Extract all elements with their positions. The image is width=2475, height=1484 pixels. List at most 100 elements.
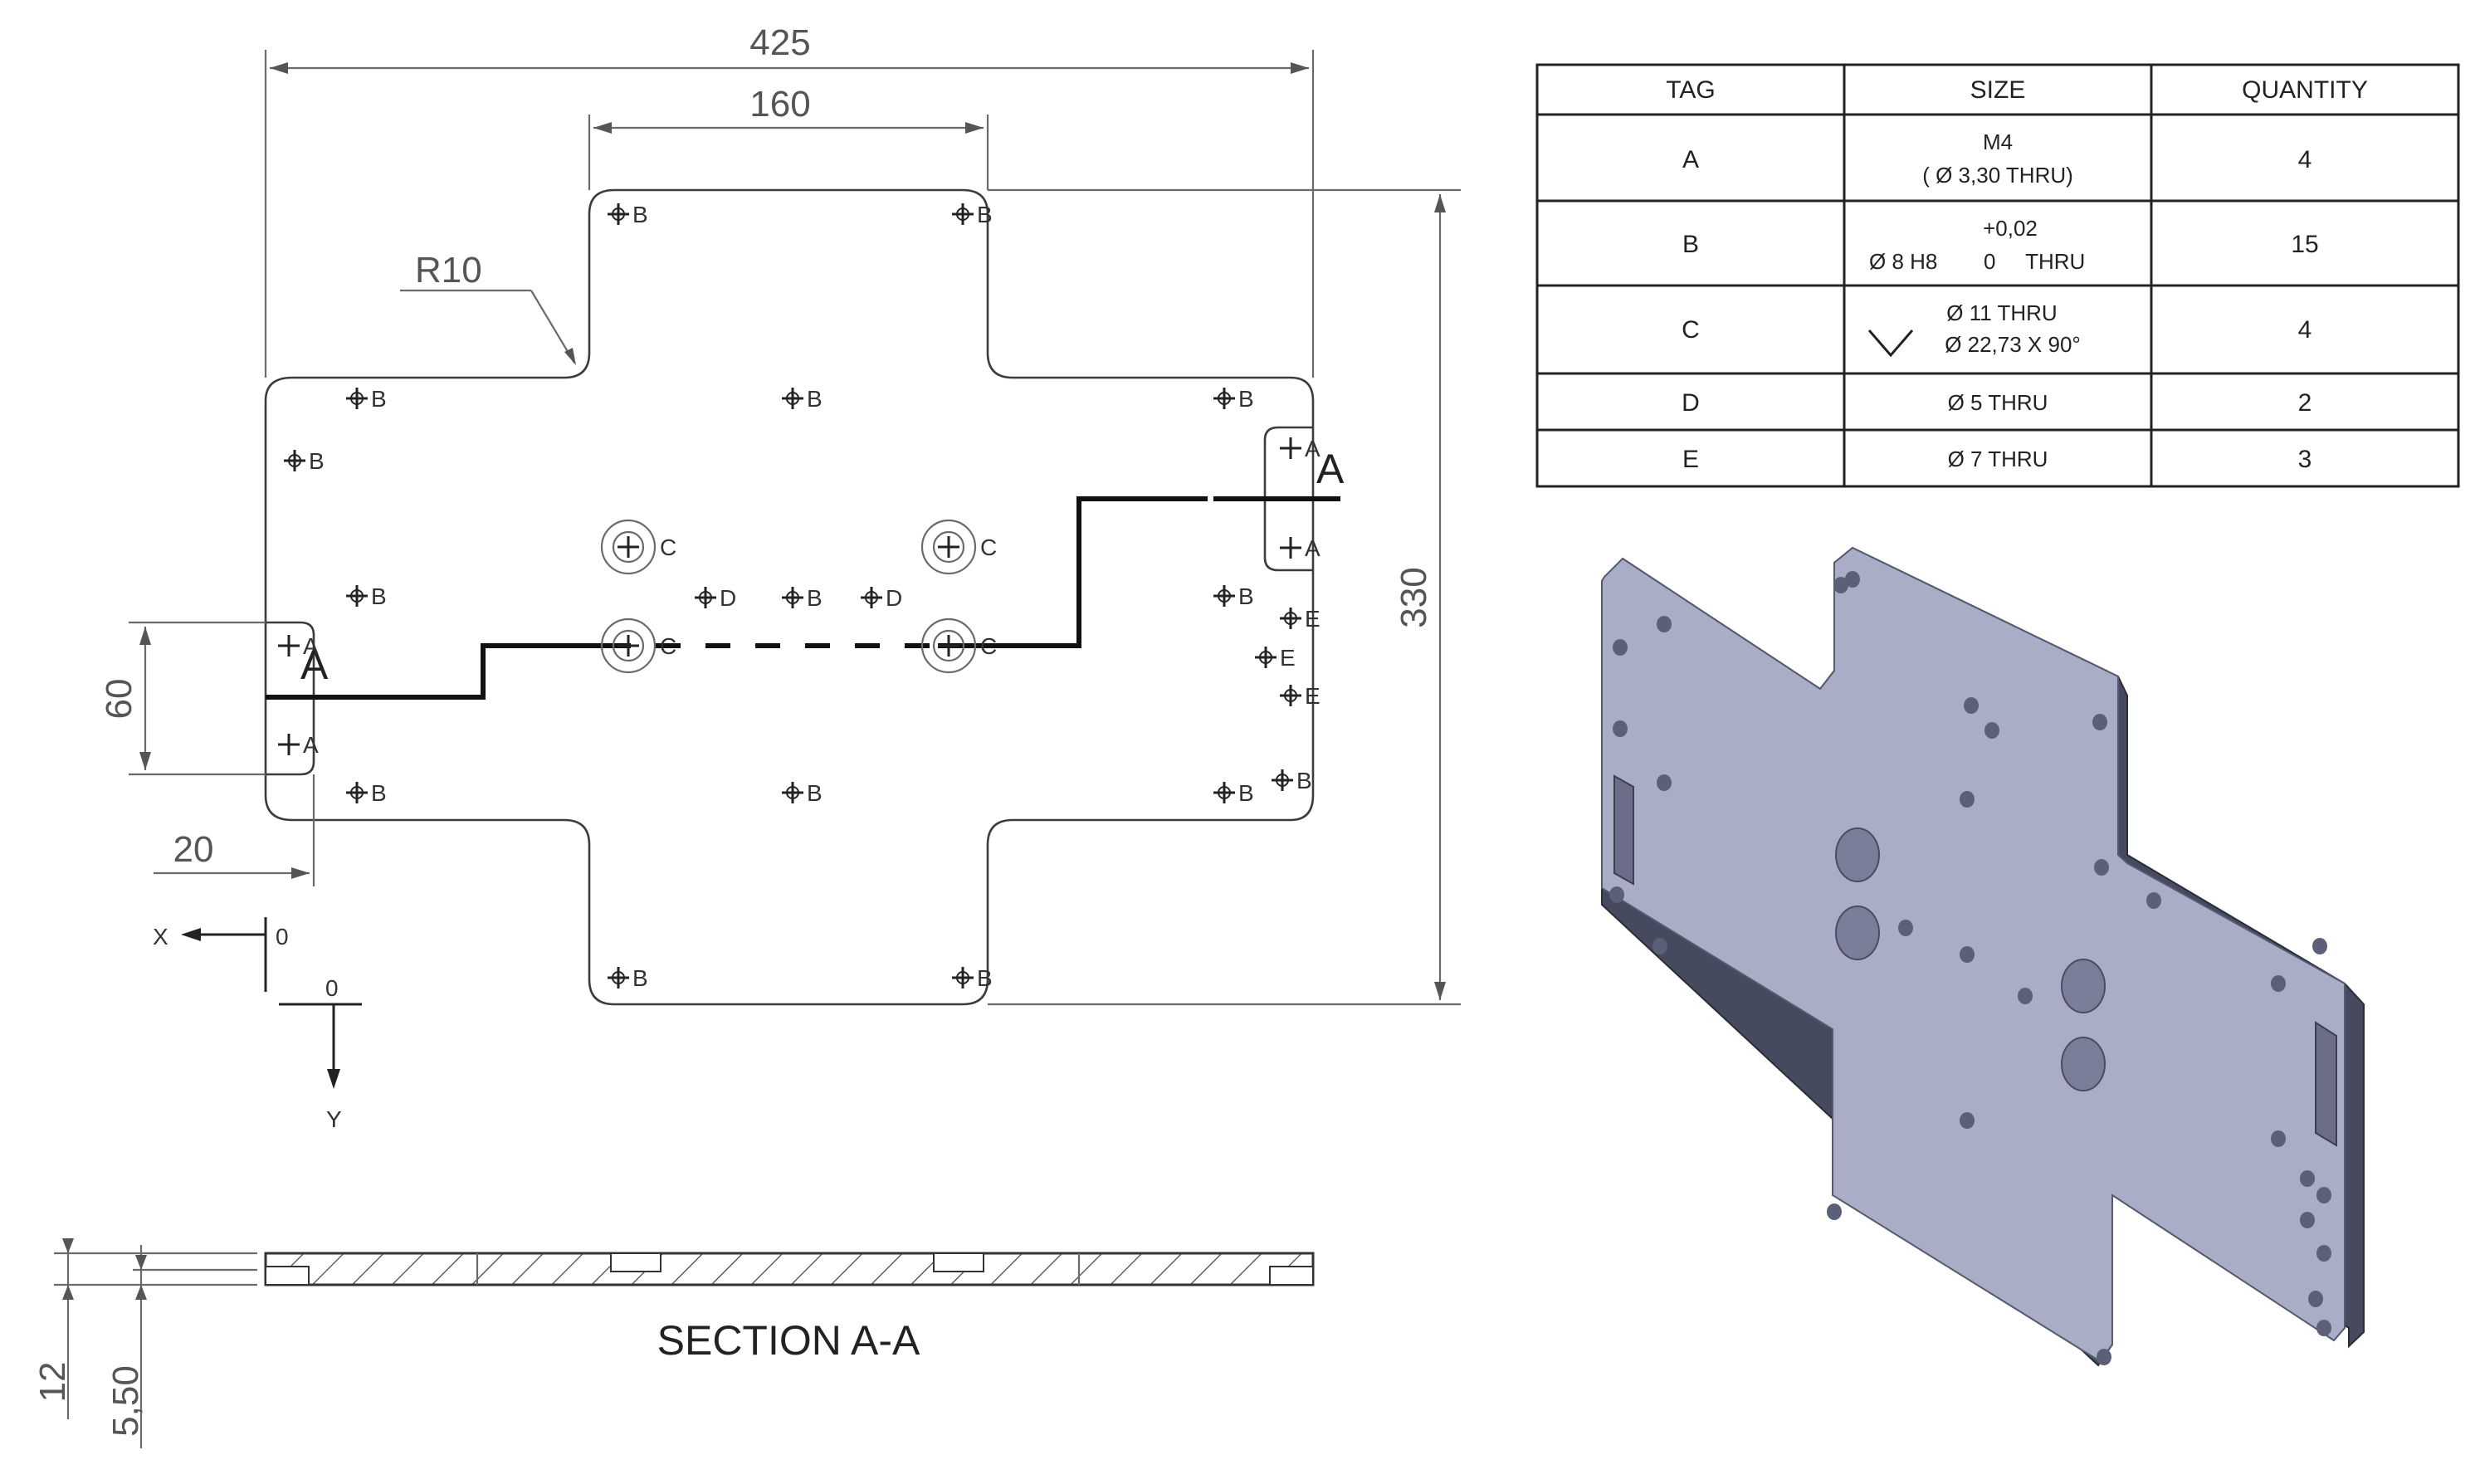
section-cut-line [266,496,1208,700]
hole-tag-d: D [720,585,736,611]
hole-marker-b: B [782,585,823,611]
hole-marker-d: D [695,585,736,611]
axis-origin-label-y: 0 [325,975,339,1001]
table-row-size-2: Ø 22,73 X 90° [1945,332,2081,357]
iso-hole [1964,697,1979,714]
iso-hole [2018,988,2033,1004]
hole-tag-b: B [807,585,823,611]
dim-overall-height: 330 [1394,567,1434,627]
hole-marker-a: A [1280,436,1320,461]
table-header-tag: TAG [1666,76,1715,104]
hole-tag-e: E [1305,683,1320,709]
c-hole-rings [600,519,977,674]
dimension-lines: 425 160 R10 330 60 20 [99,22,1461,1006]
hole-marker-a: A [278,732,319,758]
hole-tag-b: B [977,965,993,991]
hole-marker-b: B [1272,768,1312,793]
dim-corner-radius: R10 [415,250,482,290]
hole-marker-b: B [608,202,648,227]
hole-tag-d: D [886,585,902,611]
hole-marker-e: E [1280,683,1320,709]
hole-tag-b: B [1238,386,1254,412]
hole-tag-a: A [1305,436,1320,461]
dim-slot-depth: 20 [173,829,214,870]
hole-tag-c: C [660,535,676,560]
hole-tag-c: C [980,535,997,560]
iso-hole [1613,720,1628,737]
hole-marker-b: B [346,583,387,609]
hole-marker-b: B [1213,583,1254,609]
hole-tag-e: E [1305,606,1320,632]
axis-indicator: X 0 0 Y [153,917,362,1132]
iso-hole [1657,616,1672,632]
plate-outline [264,188,1315,1006]
dim-center-width: 160 [749,84,810,124]
table-header-size: SIZE [1970,76,2026,104]
iso-hole [1613,639,1628,656]
iso-slot-left [1613,774,1634,886]
table-row-tag: D [1682,389,1700,417]
table-row-tag: E [1682,446,1699,473]
hole-marker-c: C [938,535,997,560]
hole-marker-e: E [1255,645,1296,671]
hole-table: TAG SIZE QUANTITY A M4 ( Ø 3,30 THRU) 4 … [1535,63,2460,488]
table-row-tag: A [1682,146,1699,173]
isometric-view [1601,546,2365,1367]
table-row-tag: C [1682,316,1700,344]
hole-marker-b: B [1213,386,1254,412]
hole-tag-b: B [371,386,387,412]
table-row-size-3: 0 THRU [1984,249,2085,274]
hole-marker-a: A [1280,535,1320,561]
iso-hole [1960,1112,1975,1129]
iso-hole [2092,714,2107,730]
hole-marker-b: B [1213,780,1254,806]
axis-x-label: X [153,924,168,949]
hole-marker-c: C [618,535,676,560]
hole-tag-b: B [309,448,325,474]
section-marker-left: A [300,642,329,688]
section-slot-right [1269,1266,1314,1286]
iso-hole [2316,1187,2331,1203]
iso-hole [1652,938,1667,954]
hole-marker-b: B [782,780,823,806]
hole-tag-b: B [807,386,823,412]
hole-marker-e: E [1280,606,1320,632]
hole-tag-b: B [1238,583,1254,609]
iso-hole [1833,577,1848,593]
table-row-size-2: Ø 8 H8 [1869,249,1937,274]
iso-hole [2308,1291,2323,1307]
iso-slot-right [2315,1021,2337,1147]
section-view: 12 5,50 SECTION A-A [32,1238,1315,1448]
hole-marker-b: B [346,780,387,806]
iso-small-holes [1609,571,2331,1365]
hole-marker-b: B [284,448,325,474]
hole-tag-e: E [1280,645,1296,671]
hole-tag-b: B [632,202,648,227]
table-row-quantity: 15 [2291,231,2318,258]
hole-tag-b: B [977,202,993,227]
hole-marker-c: C [618,633,676,659]
iso-hole [2146,892,2161,909]
hole-tag-c: C [980,633,997,659]
table-row-quantity: 3 [2298,446,2312,473]
table-row-quantity: 4 [2298,316,2312,344]
iso-hole [2271,975,2286,992]
hole-marker-b: B [782,386,823,412]
dim-pocket-depth: 5,50 [105,1365,146,1437]
table-header-quantity: QUANTITY [2242,76,2368,104]
hole-marker-b: B [952,202,993,227]
iso-hole [1984,722,1999,739]
hole-marker-a: A [278,633,319,659]
dim-overall-width: 425 [749,22,810,63]
table-row-size-1: Ø 11 THRU [1946,300,2057,325]
iso-hole [1609,886,1624,903]
hole-marker-d: D [861,585,902,611]
section-body [264,1252,1315,1286]
iso-hole [2316,1320,2331,1336]
hole-tag-b: B [1238,780,1254,806]
iso-hole [1898,920,1913,936]
hole-tag-b: B [1296,768,1312,793]
